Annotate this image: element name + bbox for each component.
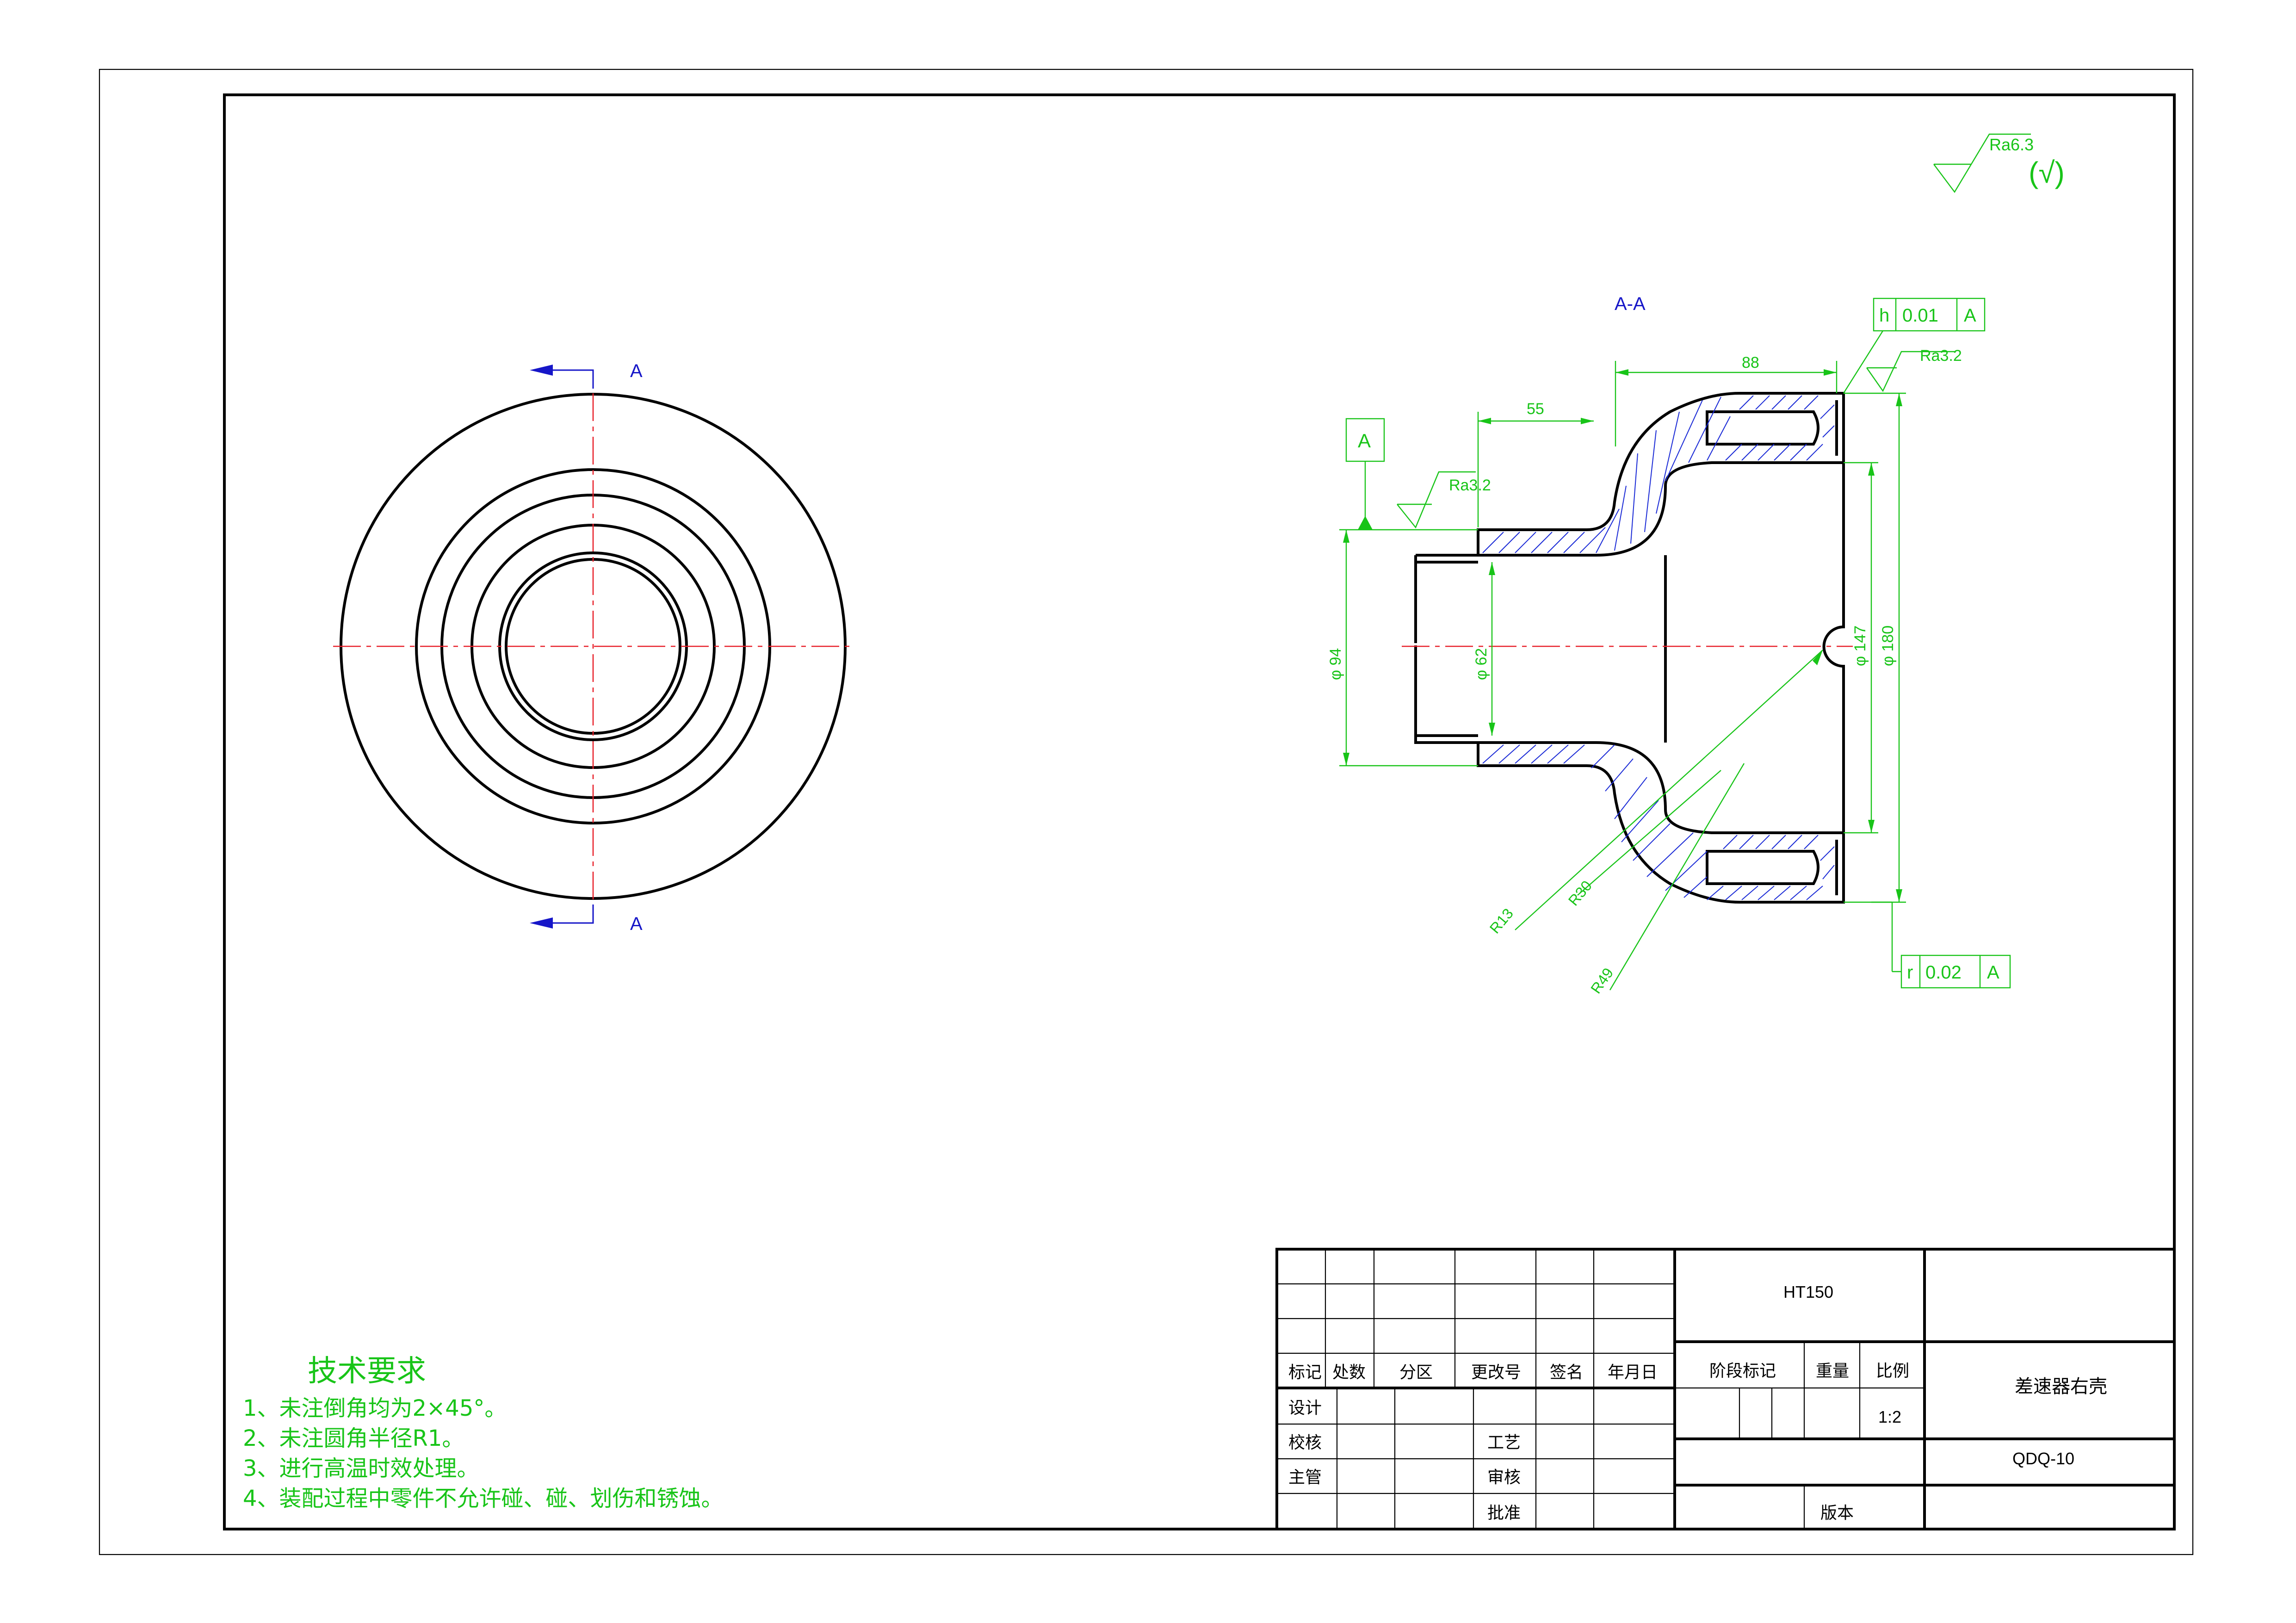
tb-stage-mark: 阶段标记 bbox=[1709, 1362, 1776, 1381]
tech-requirements: 技术要求 1、未注倒角均为2×45°。 2、未注圆角半径R1。 3、进行高温时效… bbox=[243, 1354, 724, 1511]
roughness-face-label: Ra3.2 bbox=[1449, 477, 1491, 494]
dim-r30: R30 bbox=[1565, 877, 1595, 909]
tolerance-bottom-datum: A bbox=[1987, 962, 1999, 983]
tb-supervisor: 主管 bbox=[1288, 1468, 1322, 1487]
hatching bbox=[1482, 395, 1835, 900]
datum-a: A bbox=[1345, 418, 1385, 530]
roughness-bore: Ra3.2 bbox=[1866, 347, 1962, 392]
section-title: A-A bbox=[1615, 294, 1646, 314]
tb-header-sign: 签名 bbox=[1550, 1363, 1583, 1382]
outline-lower bbox=[1414, 645, 1845, 904]
tech-item-3: 3、进行高温时效处理。 bbox=[243, 1456, 479, 1481]
dim-dia180: φ 180 bbox=[1879, 626, 1897, 666]
tb-design: 设计 bbox=[1288, 1399, 1322, 1418]
section-marker-top: A bbox=[630, 361, 643, 381]
tb-header-date: 年月日 bbox=[1608, 1363, 1658, 1382]
tolerance-bottom: r 0.02 A bbox=[1871, 901, 2011, 989]
roughness-face: Ra3.2 bbox=[1397, 471, 1491, 529]
title-block: 标记 处数 分区 更改号 签名 年月日 设计 校核 主管 工艺 审核 批准 HT… bbox=[1275, 1248, 2176, 1530]
datum-label: A bbox=[1358, 430, 1371, 452]
roughness-overall: Ra6.3 (√) bbox=[1933, 133, 2065, 193]
tolerance-top: h 0.01 A bbox=[1843, 297, 1986, 394]
outline-upper bbox=[1414, 392, 1845, 643]
tb-weight: 重量 bbox=[1816, 1362, 1849, 1381]
tech-item-2: 2、未注圆角半径R1。 bbox=[243, 1425, 464, 1451]
tb-header-change: 更改号 bbox=[1471, 1363, 1521, 1382]
dim-r13: R13 bbox=[1486, 905, 1516, 936]
dim-dia62: φ 62 bbox=[1473, 648, 1490, 680]
tb-version: 版本 bbox=[1820, 1504, 1854, 1523]
tb-header-mark: 标记 bbox=[1288, 1363, 1322, 1382]
dim-r49: R49 bbox=[1587, 965, 1616, 997]
front-view: A A bbox=[333, 361, 854, 934]
roughness-overall-extra: (√) bbox=[2029, 156, 2065, 189]
tolerance-top-value: 0.01 bbox=[1902, 305, 1938, 326]
tb-scale: 1:2 bbox=[1878, 1407, 1901, 1426]
dim-dia147: φ 147 bbox=[1851, 626, 1869, 666]
dim-55: 55 bbox=[1527, 400, 1544, 418]
tb-drawing-no: QDQ-10 bbox=[2012, 1449, 2074, 1468]
tech-item-1: 1、未注倒角均为2×45°。 bbox=[243, 1395, 507, 1421]
dim-dia94: φ 94 bbox=[1327, 648, 1344, 680]
tolerance-top-datum: A bbox=[1964, 305, 1976, 326]
tb-process: 工艺 bbox=[1487, 1433, 1521, 1452]
tb-review: 审核 bbox=[1487, 1468, 1521, 1487]
inner-frame bbox=[223, 93, 2176, 1530]
tech-title: 技术要求 bbox=[308, 1354, 426, 1388]
tb-approve: 批准 bbox=[1487, 1504, 1521, 1523]
tb-material: HT150 bbox=[1783, 1282, 1833, 1301]
tb-header-zone: 分区 bbox=[1399, 1363, 1433, 1382]
tb-header-count: 处数 bbox=[1332, 1363, 1366, 1382]
tb-part-name: 差速器右壳 bbox=[2015, 1376, 2107, 1397]
dim-88: 88 bbox=[1742, 354, 1759, 372]
tech-item-4: 4、装配过程中零件不允许碰、碰、划伤和锈蚀。 bbox=[243, 1486, 724, 1511]
section-marker-bottom: A bbox=[630, 914, 643, 934]
tolerance-bottom-value: 0.02 bbox=[1925, 962, 1962, 983]
tolerance-top-symbol: h bbox=[1879, 305, 1889, 326]
tolerance-bottom-symbol: r bbox=[1907, 962, 1913, 983]
tb-scale-label: 比例 bbox=[1876, 1362, 1909, 1381]
section-view bbox=[1402, 361, 1853, 904]
outer-frame bbox=[99, 68, 2194, 1555]
roughness-bore-label: Ra3.2 bbox=[1920, 347, 1962, 365]
roughness-overall-label: Ra6.3 bbox=[1989, 135, 2034, 154]
tb-check: 校核 bbox=[1288, 1433, 1322, 1452]
